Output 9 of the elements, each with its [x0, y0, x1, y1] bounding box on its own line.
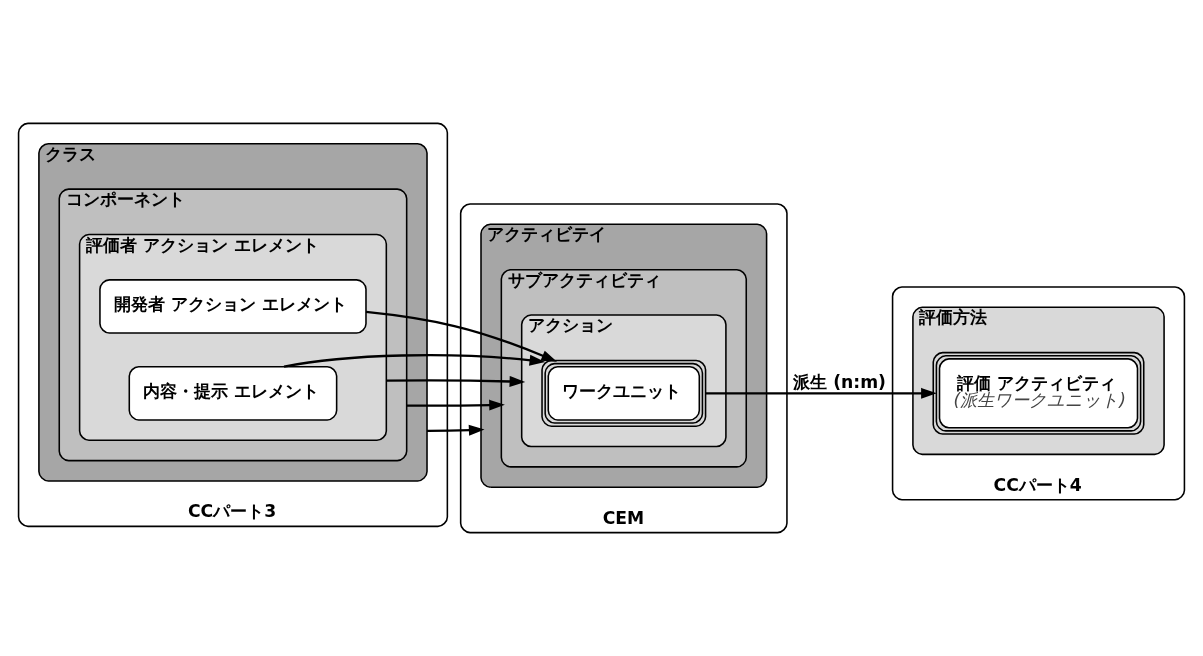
arrow: [705, 387, 937, 399]
arrow: [427, 424, 485, 436]
node-box: 開発者 アクション エレメント: [99, 279, 367, 334]
arrow: [386, 376, 526, 387]
arrow: [283, 354, 546, 368]
node-box: 内容・提示 エレメント: [128, 365, 338, 421]
arrow: [365, 310, 558, 362]
edge-label: 派生 (n:m): [793, 371, 886, 392]
arrow: [406, 399, 505, 411]
